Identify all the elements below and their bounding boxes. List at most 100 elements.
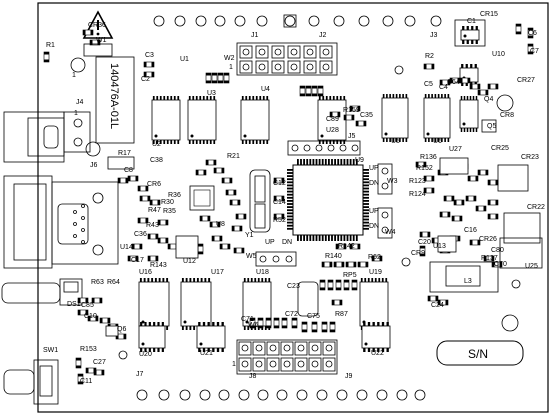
ref-label: U10 [492, 51, 505, 58]
ref-label: C71 [241, 316, 254, 323]
qfp-pin [363, 169, 369, 171]
smd-pad [274, 178, 277, 183]
ref-label: R47 [148, 207, 161, 214]
chip-pin [259, 96, 262, 100]
ref-label: W4 [385, 229, 396, 236]
smd-pad [207, 216, 210, 221]
chip-pin [332, 140, 335, 144]
pad [396, 389, 408, 401]
smd-pad [78, 298, 81, 303]
chip-pin [402, 94, 404, 98]
chip-pin [329, 96, 332, 100]
chip-pin [474, 64, 477, 68]
chip-pin [151, 278, 154, 282]
chip-pin [213, 140, 216, 144]
ref-label: J8 [249, 373, 257, 380]
ref-label: SW1 [43, 347, 58, 354]
smd-pad [206, 160, 209, 165]
jumper-pin [290, 48, 298, 56]
smd-pad [236, 214, 239, 219]
chip-pin [382, 94, 385, 98]
soic-chip [187, 96, 217, 144]
smd-pad [203, 170, 206, 175]
chip-pin [255, 96, 258, 100]
qfp-pin [363, 218, 369, 221]
smd-pad [198, 244, 203, 247]
chip-pin [461, 64, 464, 68]
ref-label: CR22 [527, 204, 545, 211]
ref-label: U22 [371, 350, 384, 357]
jumper-pin [241, 344, 249, 352]
qfp-pin [355, 159, 358, 165]
ref-label: U9 [355, 157, 364, 164]
smd-pad [447, 80, 450, 85]
chip-pin [206, 140, 209, 144]
smd-pad [420, 246, 425, 249]
ref-label: J7 [136, 371, 144, 378]
ref-label: CR8 [500, 112, 514, 119]
ref-label: U8 [216, 221, 225, 228]
ref-label: CR27 [517, 77, 535, 84]
ref-label: J9 [345, 373, 353, 380]
qfp-pin [309, 235, 312, 241]
qfp-pin [363, 193, 369, 196]
chip-pin [372, 348, 375, 352]
qfp-pin [363, 203, 369, 205]
jumper-pin [274, 48, 282, 56]
smd-pad [281, 196, 284, 201]
chip-pin [216, 322, 220, 326]
qfp-pin [352, 159, 355, 165]
chip-pin [195, 140, 198, 144]
ref-label: 1 [232, 361, 236, 368]
ref-label: C7 [530, 48, 539, 55]
ref-label: CR36 [88, 22, 106, 29]
chip-pin [147, 278, 150, 282]
chip-pin [156, 96, 159, 100]
header-j1-j3 [153, 14, 442, 28]
chip-pin [166, 326, 169, 330]
chip-body [242, 281, 272, 327]
ref-label: Q5 [487, 123, 496, 130]
jumper-pin [258, 48, 266, 56]
ref-label: RP5 [343, 272, 357, 279]
smd-pad [477, 84, 480, 89]
chip-pin [378, 278, 381, 282]
ref-label: R143 [150, 262, 167, 269]
ref-label: C24 [431, 302, 444, 309]
smd-pad [158, 220, 161, 225]
smd-pad [128, 176, 131, 181]
jumper-cell [238, 357, 252, 372]
chip-pin [465, 82, 468, 86]
chip-pin [318, 96, 321, 100]
chip-pin [209, 96, 212, 100]
qfp-pin [363, 209, 369, 212]
jumper-pin [255, 344, 263, 352]
chip-pin [189, 278, 192, 282]
smd-pad [217, 222, 220, 227]
smd-pad [457, 236, 460, 241]
edge-connector-j4 [3, 111, 91, 163]
smd-pad [372, 256, 375, 261]
crystal-y1 [249, 169, 271, 233]
jumper-cell [280, 357, 294, 372]
qfp-pin [306, 159, 309, 165]
smd-pad [151, 62, 154, 67]
chip-pin [202, 348, 206, 352]
chip-pin [460, 96, 463, 100]
qfp-pin [334, 159, 336, 165]
smd-pad [312, 86, 317, 89]
chip-pin [475, 40, 478, 44]
ref-label: DN [369, 180, 379, 187]
ref-label: U27 [449, 146, 462, 153]
smd-pad [478, 90, 481, 95]
ref-label: C5 [424, 81, 433, 88]
chip-pin [173, 140, 176, 144]
smd-pad [218, 73, 223, 76]
chip-pin [363, 348, 366, 352]
ref-label: R43 [146, 222, 159, 229]
chip-pin [202, 322, 206, 326]
jumper-pin [255, 360, 263, 368]
qfp-pin [287, 209, 293, 212]
